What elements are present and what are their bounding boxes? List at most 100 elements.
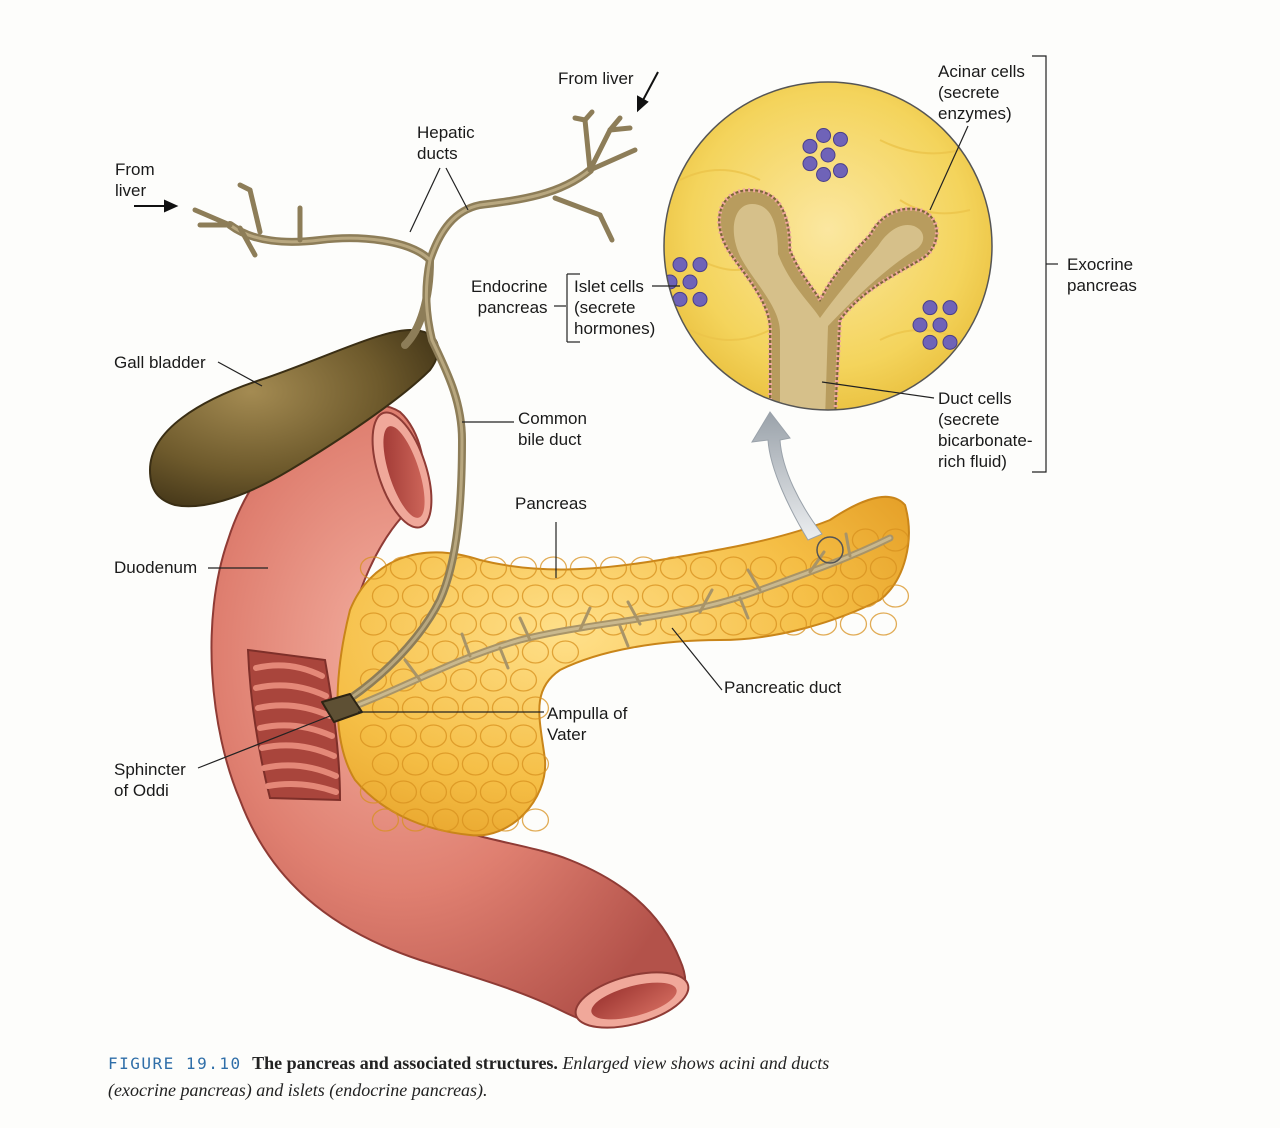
- pancreas-lobule: [491, 752, 520, 776]
- pancreas-lobule: [479, 780, 508, 804]
- pancreas-lobule: [449, 724, 478, 748]
- pancreas-lobule: [491, 584, 520, 608]
- pancreas-lobule: [371, 808, 400, 832]
- label-from-liver-top: From liver: [558, 69, 634, 88]
- duodenum: [210, 404, 690, 1029]
- pancreas-lobule: [389, 612, 418, 636]
- pancreas-lobule: [431, 752, 460, 776]
- label-endocrine-pancreas: Endocrine pancreas: [471, 277, 548, 317]
- pancreas-lobule: [401, 808, 430, 832]
- cell: [816, 166, 832, 182]
- cell: [820, 147, 836, 163]
- cell: [664, 274, 678, 290]
- label-pancreatic-duct: Pancreatic duct: [724, 678, 842, 697]
- pancreas-lobule: [371, 584, 400, 608]
- label-from-liver-left: From liver: [115, 160, 155, 200]
- cell: [922, 300, 938, 316]
- pancreas-lobule: [461, 808, 490, 832]
- pancreas-lobule: [521, 696, 550, 720]
- label-sphincter-of-oddi: Sphincter of Oddi: [114, 760, 186, 800]
- pancreas-lobule: [431, 696, 460, 720]
- label-hepatic-ducts: Hepatic ducts: [417, 123, 475, 163]
- pancreas-lobule: [401, 696, 430, 720]
- pancreas-lobule: [479, 668, 508, 692]
- pancreas-lobule: [599, 556, 628, 580]
- pancreas-lobule: [401, 584, 430, 608]
- cell: [932, 317, 948, 333]
- label-exocrine-pancreas: Exocrine pancreas: [1067, 255, 1137, 295]
- pancreas-lobule: [431, 808, 460, 832]
- pancreas-lobule: [629, 612, 658, 636]
- cell: [832, 163, 848, 179]
- cell: [942, 300, 958, 316]
- pancreas-lobule: [449, 668, 478, 692]
- label-islet-cells: Islet cells (secrete hormones): [574, 277, 656, 338]
- pancreas-lobule: [359, 724, 388, 748]
- cell: [802, 156, 818, 172]
- pancreas-lobule: [839, 612, 868, 636]
- pancreas-lobule: [881, 584, 910, 608]
- pancreas-lobule: [521, 808, 550, 832]
- pancreas-lobule: [779, 612, 808, 636]
- pancreas-lobule: [611, 584, 640, 608]
- inset-enlarged-view: [663, 81, 993, 411]
- figure-caption: FIGURE 19.10 The pancreas and associated…: [108, 1050, 868, 1103]
- pancreas-lobule: [401, 752, 430, 776]
- pancreas-lobule: [821, 584, 850, 608]
- acinus-duct: [717, 187, 939, 410]
- pancreas-lobule: [809, 612, 838, 636]
- cell: [692, 257, 708, 273]
- pancreas-lobule: [371, 752, 400, 776]
- pancreas-lobule: [479, 724, 508, 748]
- pancreas-lobule: [389, 780, 418, 804]
- pancreas-lobule: [449, 780, 478, 804]
- cell: [682, 274, 698, 290]
- cell: [692, 291, 708, 307]
- label-pancreas: Pancreas: [515, 494, 587, 513]
- magnification-arrow: [751, 411, 823, 541]
- gall-bladder: [148, 328, 440, 508]
- label-duct-cells: Duct cells (secrete bicarbonate- rich fl…: [938, 389, 1033, 471]
- label-common-bile-duct: Common bile duct: [518, 409, 587, 449]
- pancreas-lobule: [431, 640, 460, 664]
- pancreas-lobule: [629, 556, 658, 580]
- pancreas-lobule: [479, 556, 508, 580]
- cell: [922, 334, 938, 350]
- figure-description: Enlarged view shows acini and ducts (exo…: [108, 1053, 830, 1100]
- pancreas-lobule: [509, 556, 538, 580]
- pancreas: [336, 495, 910, 837]
- pancreas-lobule: [461, 584, 490, 608]
- label-gall-bladder: Gall bladder: [114, 353, 206, 372]
- pancreatic-duct: [341, 532, 894, 714]
- pancreas-lobule: [581, 584, 610, 608]
- pancreas-lobule: [509, 668, 538, 692]
- bile-duct-system: [192, 109, 638, 723]
- pancreas-lobule: [869, 612, 898, 636]
- pancreas-lobule: [719, 556, 748, 580]
- pancreas-lobule: [671, 584, 700, 608]
- label-duodenum: Duodenum: [114, 558, 198, 577]
- pancreas-lobule: [359, 612, 388, 636]
- pancreas-lobule: [461, 696, 490, 720]
- cell: [832, 131, 848, 147]
- pancreas-lobule: [491, 696, 520, 720]
- label-acinar-cells: Acinar cells (secrete enzymes): [938, 62, 1025, 123]
- pancreas-lobule: [569, 556, 598, 580]
- cell: [802, 138, 818, 154]
- cell: [942, 334, 958, 350]
- pancreas-lobule: [509, 724, 538, 748]
- pancreas-lobule: [641, 584, 670, 608]
- figure-title: The pancreas and associated structures.: [252, 1053, 558, 1073]
- leader-lines: [197, 55, 1058, 769]
- pancreas-lobule: [791, 584, 820, 608]
- pancreas-lobule: [689, 612, 718, 636]
- pancreas-lobule: [461, 752, 490, 776]
- pancreas-lobule: [749, 556, 778, 580]
- inset-location-circle: [816, 536, 844, 564]
- pancreas-lobule: [851, 584, 880, 608]
- pancreas-lobule: [551, 584, 580, 608]
- pancreas-lobule: [551, 640, 580, 664]
- pancreas-lobule: [719, 612, 748, 636]
- pancreas-lobule: [419, 780, 448, 804]
